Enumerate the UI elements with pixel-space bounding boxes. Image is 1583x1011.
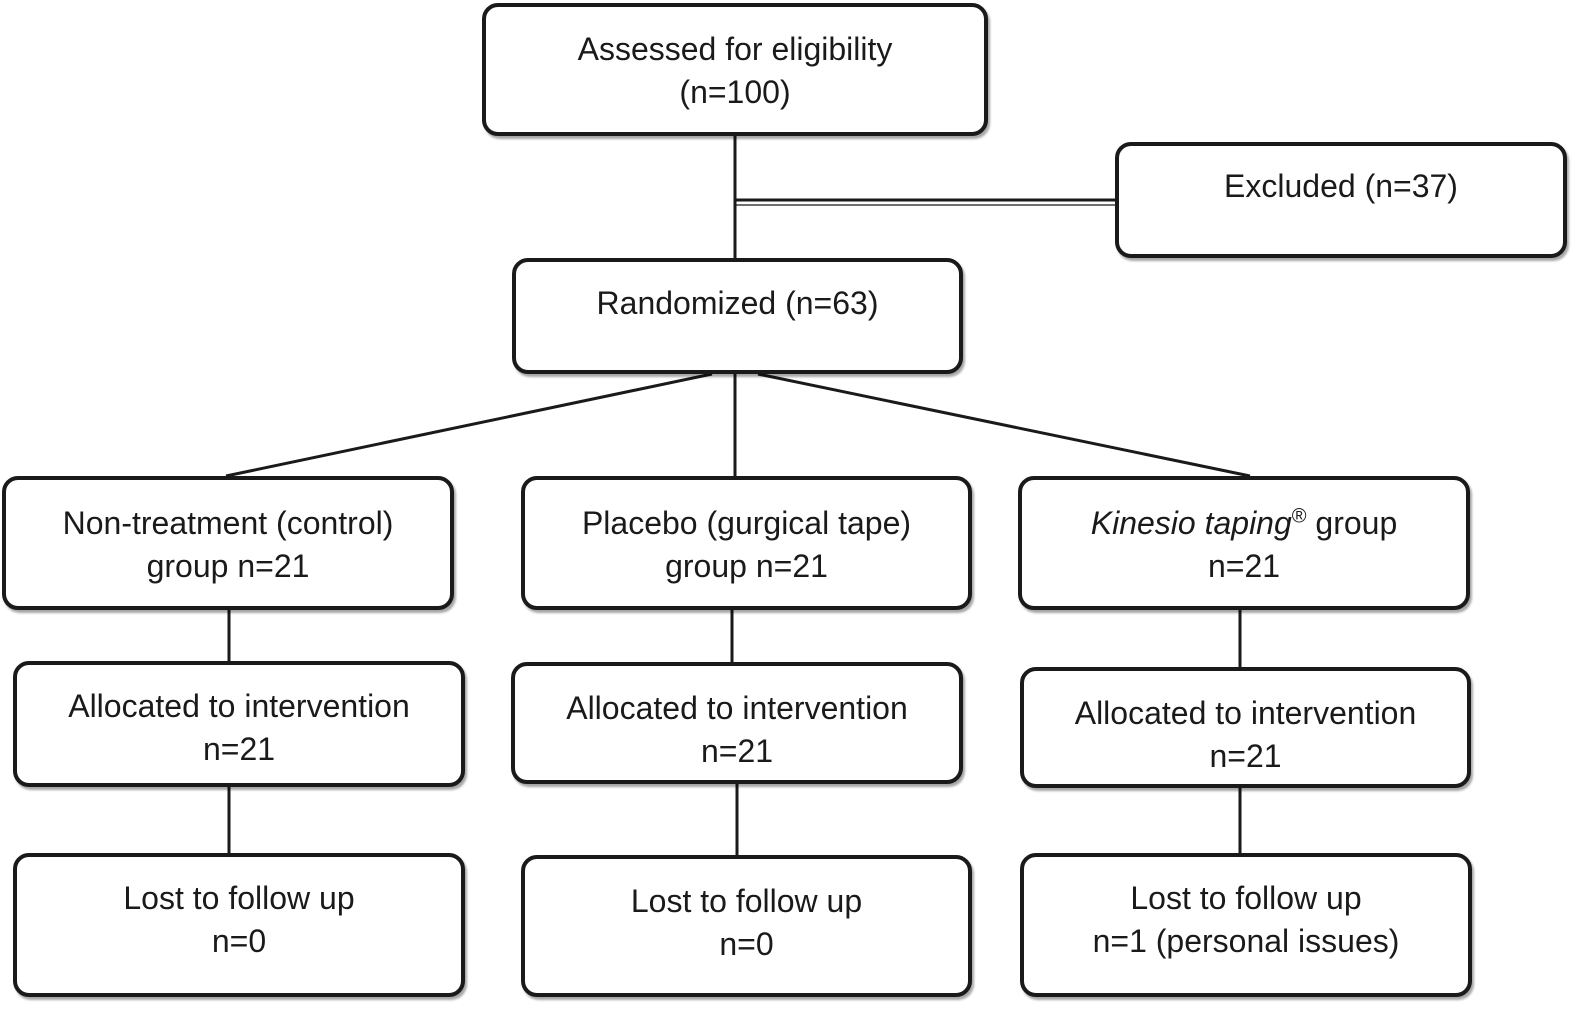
kinesio-group-label: Kinesio taping® group [1022,502,1466,545]
lost-label: Lost to follow up [630,883,863,919]
lost-count: n=0 [719,926,774,962]
connector-randomized-to-control [225,372,713,478]
registered-mark: ® [1291,505,1307,528]
allocated-box-control: Allocated to intervention n=21 [13,661,465,787]
allocated-box-placebo: Allocated to intervention n=21 [511,662,963,784]
lost-to-follow-up-box-placebo: Lost to follow up n=0 [521,855,972,997]
lost-count: n=0 [211,923,267,959]
kinesio-group-count: n=21 [1207,548,1281,584]
randomized-box: Randomized (n=63) [512,258,963,374]
lost-label: Lost to follow up [1130,880,1362,916]
excluded-label: Excluded (n=37) [1224,168,1458,204]
kinesio-group-suffix: group [1306,505,1398,541]
allocated-count: n=21 [202,731,276,767]
lost-count: n=1 (personal issues) [1092,923,1400,959]
control-group-box: Non-treatment (control) group n=21 [2,476,454,610]
allocated-label: Allocated to intervention [1074,695,1417,731]
allocated-label: Allocated to intervention [68,688,410,724]
randomized-label: Randomized (n=63) [596,285,879,321]
placebo-group-box: Placebo (gurgical tape) group n=21 [521,476,972,610]
kinesio-taping-text: Kinesio taping [1090,505,1292,541]
allocated-count: n=21 [700,733,774,769]
connector-randomized-to-kinesio [757,372,1251,478]
placebo-group-label: Placebo (gurgical tape) [581,505,912,541]
assessed-count: (n=100) [679,74,791,110]
lost-to-follow-up-box-control: Lost to follow up n=0 [13,853,465,997]
lost-label: Lost to follow up [123,880,355,916]
control-group-label: Non-treatment (control) [62,505,394,541]
assessed-for-eligibility-box: Assessed for eligibility (n=100) [482,3,988,136]
control-group-count: group n=21 [146,548,310,584]
excluded-box: Excluded (n=37) [1115,142,1567,258]
allocated-box-kinesio: Allocated to intervention n=21 [1020,667,1471,788]
allocated-label: Allocated to intervention [566,690,908,726]
assessed-label: Assessed for eligibility [577,31,893,67]
placebo-group-count: group n=21 [665,548,828,584]
kinesio-group-box: Kinesio taping® group n=21 [1018,476,1470,610]
lost-to-follow-up-box-kinesio: Lost to follow up n=1 (personal issues) [1020,853,1472,997]
allocated-count: n=21 [1209,738,1282,774]
